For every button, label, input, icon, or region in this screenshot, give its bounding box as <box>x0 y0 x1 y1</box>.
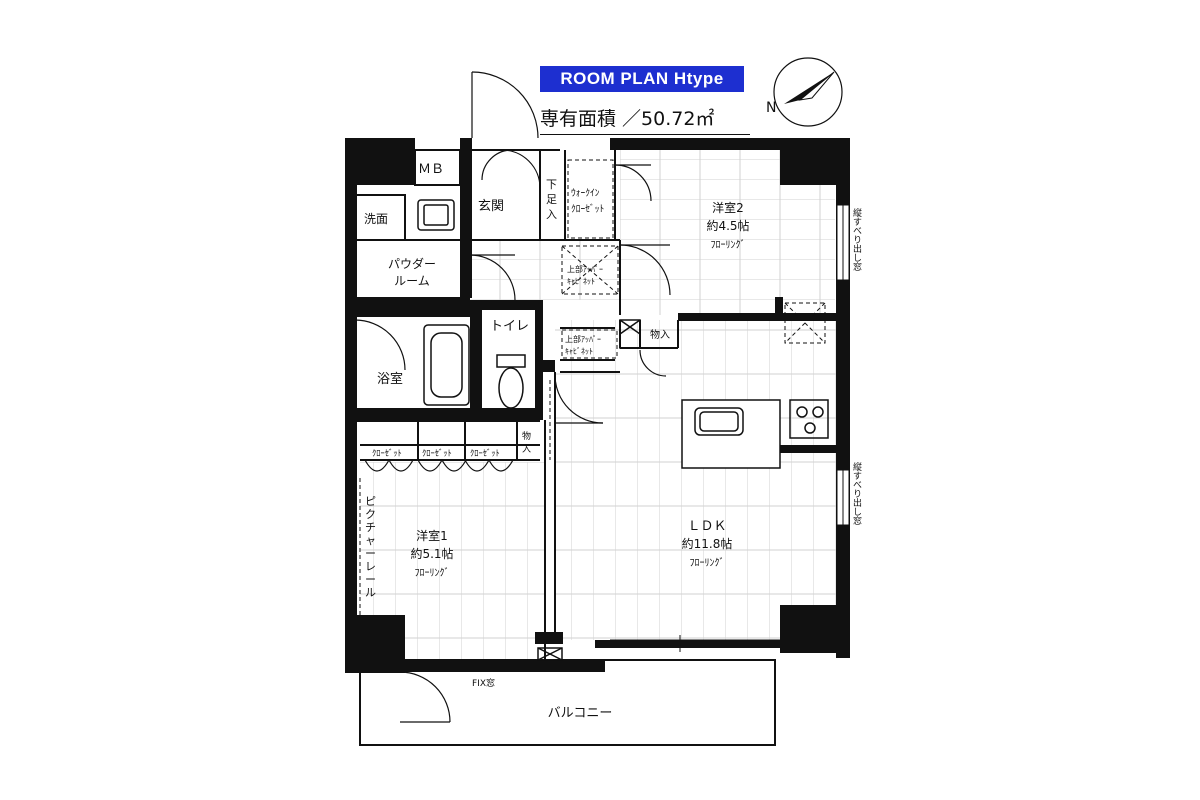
picture-rail-8: ル <box>365 586 376 599</box>
picture-rail-3: チ <box>365 521 376 534</box>
storage-small-label: 物入 <box>650 328 670 341</box>
ldk-size: 約11.8帖 <box>682 536 733 551</box>
western2-floor-type: ﾌﾛｰﾘﾝｸﾞ <box>711 239 746 251</box>
room-plan-badge: ROOM PLAN Htype <box>540 66 744 92</box>
ldk-floor <box>555 320 837 640</box>
mb-label: ＭＢ <box>418 162 444 177</box>
western1-floor-type: ﾌﾛｰﾘﾝｸﾞ <box>415 567 450 579</box>
compass-label: N <box>766 100 776 116</box>
window-label-upper: 縦すべり出し窓 <box>851 207 862 271</box>
door-swings <box>354 71 671 723</box>
upper-cabinets <box>359 159 826 640</box>
upper-cabinet1-label-2: ｷｬﾋﾞﾈｯﾄ <box>567 277 595 286</box>
window-label-lower: 縦すべり出し窓 <box>851 461 862 525</box>
storage-closet-label-1: 物 <box>522 430 531 442</box>
powder-label-1: パウダー <box>388 256 436 271</box>
washer-label: 洗面 <box>364 212 388 226</box>
picture-rail-7: ー <box>365 573 376 586</box>
windows <box>405 204 850 672</box>
storage-closet-label-2: 入 <box>522 444 531 455</box>
ldk-name: ＬＤＫ <box>687 519 726 534</box>
picture-rail-2: ク <box>365 508 376 521</box>
toilet-label: トイレ <box>490 319 529 334</box>
closet-label-3: ｸﾛｰｾﾞｯﾄ <box>470 449 500 459</box>
closet-label-2: ｸﾛｰｾﾞｯﾄ <box>422 449 452 459</box>
closet-label-1: ｸﾛｰｾﾞｯﾄ <box>372 449 402 459</box>
western2-name: 洋室2 <box>712 200 744 215</box>
shoe-label-1: 下 <box>546 178 557 191</box>
upper-cabinet2-label-2: ｷｬﾋﾞﾈｯﾄ <box>565 347 593 356</box>
picture-rail-6: レ <box>365 560 376 573</box>
floor-area-label: 専有面積 ／50.72㎡ <box>540 104 750 135</box>
upper-cabinet1-label-1: 上部ｱｯﾊﾟｰ <box>567 264 603 274</box>
balcony-label: バルコニー <box>548 706 613 721</box>
shoe-label-2: 足 <box>546 193 557 206</box>
hall-floor <box>470 240 620 300</box>
compass-icon: N <box>766 57 843 127</box>
fix-window-label: FIX窓 <box>472 677 495 689</box>
western2-floor-ext <box>780 185 835 315</box>
powder-label-2: ルーム <box>394 274 430 288</box>
picture-rail-4: ャ <box>365 534 376 547</box>
bath-label: 浴室 <box>377 371 403 387</box>
fixtures <box>417 199 829 661</box>
upper-cabinet2-label-1: 上部ｱｯﾊﾟｰ <box>565 334 601 344</box>
partitions <box>354 149 776 746</box>
western2-floor <box>620 150 780 315</box>
western1-size: 約5.1帖 <box>410 546 453 561</box>
walkin-label-1: ｳｫｰｸｲﾝ <box>571 188 600 199</box>
ldk-floor-type: ﾌﾛｰﾘﾝｸﾞ <box>690 557 725 569</box>
entrance-label: 玄関 <box>478 199 504 214</box>
shoe-label-3: 入 <box>546 208 557 221</box>
picture-rail-1: ピ <box>365 495 376 508</box>
western2-size: 約4.5帖 <box>706 218 749 233</box>
closet-doors <box>364 458 514 472</box>
walkin-label-2: ｸﾛｰｾﾞｯﾄ <box>571 204 605 215</box>
picture-rail-5: ー <box>365 547 376 560</box>
western1-name: 洋室1 <box>416 528 448 543</box>
